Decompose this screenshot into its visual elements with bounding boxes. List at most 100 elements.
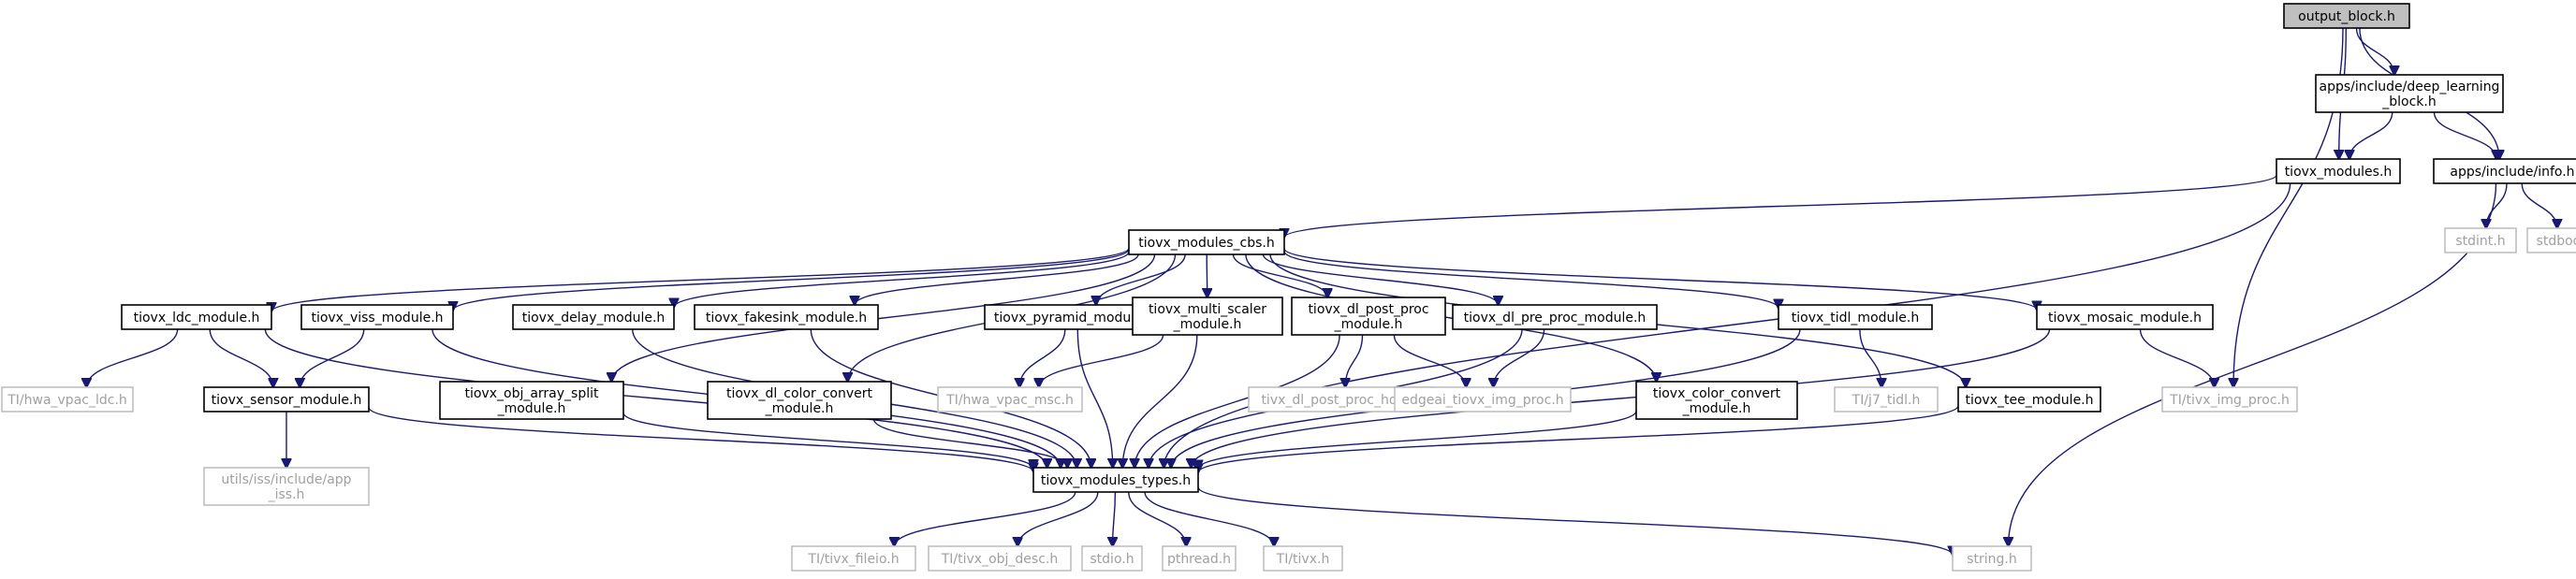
edge-ldc_module-to-hwa_vpac_ldc	[86, 328, 179, 387]
edge-dl_post_proc-to-tiovx_modules_types	[1134, 334, 1340, 468]
node-label: tiovx_delay_module.h	[522, 311, 666, 326]
edge-tiovx_modules_cbs-to-multi_scaler	[1207, 253, 1208, 297]
edge-pyramid_module-to-hwa_vpac_msc	[1019, 328, 1066, 387]
node-box	[1952, 545, 2032, 572]
edge-tiovx_modules-to-tiovx_modules_types	[1164, 182, 2291, 468]
edge-ldc_module-to-sensor_module	[209, 328, 273, 387]
node-box	[928, 545, 1072, 572]
node-label: tiovx_tidl_module.h	[1792, 311, 1919, 326]
node-dl_post_proc_host: tivx_dl_post_proc_host.h	[1248, 386, 1435, 413]
node-dl_post_proc[interactable]: tiovx_dl_post_proc_module.h	[1291, 297, 1446, 336]
node-sensor_module[interactable]: tiovx_sensor_module.h	[203, 386, 370, 413]
edge-multi_scaler-to-hwa_vpac_msc	[1039, 334, 1164, 387]
node-tivx_fileio: TI/tivx_fileio.h	[791, 545, 916, 572]
node-ldc_module[interactable]: tiovx_ldc_module.h	[121, 304, 272, 330]
node-box	[1263, 545, 1343, 572]
node-box	[439, 381, 624, 420]
node-stdint: stdint.h	[2444, 227, 2517, 253]
edge-tiovx_modules_types-to-stdio	[1113, 491, 1116, 546]
node-label: tiovx_dl_pre_proc_module.h	[1464, 311, 1647, 326]
node-label: utils/iss/include/app	[221, 472, 351, 487]
node-info[interactable]: apps/include/info.h	[2433, 158, 2576, 184]
node-box	[1635, 381, 1798, 420]
node-deep_learning_block[interactable]: apps/include/deep_learning_block.h	[2315, 74, 2504, 113]
edge-deep_learning_block-to-tiovx_modules	[2349, 111, 2393, 159]
edge-tiovx_modules_types-to-tivx_obj_desc	[1017, 491, 1099, 546]
node-box	[203, 467, 370, 506]
node-box	[1452, 304, 1658, 330]
node-label: tiovx_obj_array_split	[464, 386, 599, 401]
node-stdbool: stdbool.h	[2526, 227, 2576, 253]
node-box	[1, 386, 134, 413]
edge-color_convert-to-tiovx_modules_types	[1198, 411, 1637, 469]
node-dl_pre_proc[interactable]: tiovx_dl_pre_proc_module.h	[1452, 304, 1658, 330]
node-box	[1834, 386, 1939, 413]
node-label: output_block.h	[2298, 9, 2395, 24]
edge-tiovx_modules_cbs-to-pyramid_module	[1096, 253, 1186, 305]
node-tivx_img_proc: TI/tivx_img_proc.h	[2161, 386, 2298, 413]
edge-output_block-to-deep_learning_block	[2355, 27, 2394, 75]
node-color_convert[interactable]: tiovx_color_convert_module.h	[1635, 381, 1798, 420]
node-tiovx_modules_types[interactable]: tiovx_modules_types.h	[1032, 467, 1199, 493]
node-tiovx_modules_cbs[interactable]: tiovx_modules_cbs.h	[1128, 229, 1285, 255]
node-label: tiovx_multi_scaler	[1149, 302, 1266, 317]
node-label: string.h	[1967, 552, 2017, 567]
node-box	[1132, 297, 1283, 336]
node-label: tiovx_modules.h	[2285, 165, 2393, 180]
node-label: tiovx_sensor_module.h	[212, 393, 362, 408]
edge-info-to-stdint	[2486, 182, 2508, 228]
node-output_block[interactable]: output_block.h	[2283, 3, 2410, 29]
edge-tidl_module-to-j7_tidl	[1859, 328, 1881, 387]
node-label: _module.h	[1173, 317, 1242, 332]
node-label: TI/hwa_vpac_ldc.h	[7, 393, 127, 408]
node-edgeai_img_proc: edgeai_tiovx_img_proc.h	[1394, 386, 1572, 413]
node-tivx: TI/tivx.h	[1263, 545, 1343, 572]
node-label: tivx_dl_post_proc_host.h	[1261, 393, 1421, 408]
node-box	[2526, 227, 2576, 253]
node-box	[203, 386, 370, 413]
edge-tiovx_modules_cbs-to-tidl_module	[1283, 251, 1778, 309]
node-label: _module.h	[497, 401, 566, 416]
node-multi_scaler[interactable]: tiovx_multi_scaler_module.h	[1132, 297, 1283, 336]
node-label: _iss.h	[268, 487, 305, 502]
node-label: TI/tivx_obj_desc.h	[941, 552, 1059, 567]
node-label: tiovx_dl_post_proc	[1308, 302, 1428, 317]
edge-deep_learning_block-to-info	[2433, 111, 2496, 159]
node-tivx_obj_desc: TI/tivx_obj_desc.h	[928, 545, 1072, 572]
node-stdio: stdio.h	[1081, 545, 1143, 572]
node-box	[121, 304, 272, 330]
edge-tiovx_modules_types-to-tivx	[1144, 491, 1274, 546]
node-viss_module[interactable]: tiovx_viss_module.h	[300, 304, 454, 330]
node-hwa_vpac_ldc: TI/hwa_vpac_ldc.h	[1, 386, 134, 413]
node-mosaic_module[interactable]: tiovx_mosaic_module.h	[2036, 304, 2214, 330]
edge-tiovx_modules_cbs-to-delay_module	[674, 251, 1130, 307]
node-box	[2276, 158, 2401, 184]
node-label: _module.h	[765, 401, 834, 416]
node-dl_color_convert[interactable]: tiovx_dl_color_convert_module.h	[707, 381, 892, 420]
node-label: apps/include/deep_learning	[2320, 80, 2500, 94]
edge-tiovx_modules_cbs-to-dl_post_proc	[1232, 253, 1328, 297]
node-tee_module[interactable]: tiovx_tee_module.h	[1957, 386, 2101, 413]
node-hwa_vpac_msc: TI/hwa_vpac_msc.h	[937, 386, 1083, 413]
node-box	[707, 381, 892, 420]
node-box	[1291, 297, 1446, 336]
node-tiovx_modules[interactable]: tiovx_modules.h	[2276, 158, 2401, 184]
node-box	[300, 304, 454, 330]
node-label: tiovx_tee_module.h	[1965, 393, 2093, 408]
edge-info-to-stdbool	[2521, 182, 2557, 228]
node-delay_module[interactable]: tiovx_delay_module.h	[512, 304, 675, 330]
node-tidl_module[interactable]: tiovx_tidl_module.h	[1778, 304, 1933, 330]
node-label: tiovx_modules_types.h	[1041, 473, 1191, 488]
node-box	[1162, 545, 1237, 572]
node-label: TI/j7_tidl.h	[1852, 393, 1921, 408]
node-fakesink_module[interactable]: tiovx_fakesink_module.h	[694, 304, 879, 330]
edge-tiovx_modules_cbs-to-ldc_module	[271, 247, 1130, 311]
node-j7_tidl: TI/j7_tidl.h	[1834, 386, 1939, 413]
edge-tiovx_modules_types-to-tivx_fileio	[894, 491, 1076, 546]
edge-mosaic_module-to-tivx_img_proc	[2139, 328, 2215, 387]
node-box	[1957, 386, 2101, 413]
node-obj_array_split[interactable]: tiovx_obj_array_split_module.h	[439, 381, 624, 420]
node-label: TI/tivx.h	[1276, 552, 1330, 567]
edge-tiovx_modules_cbs-to-obj_array_split	[611, 253, 1156, 382]
